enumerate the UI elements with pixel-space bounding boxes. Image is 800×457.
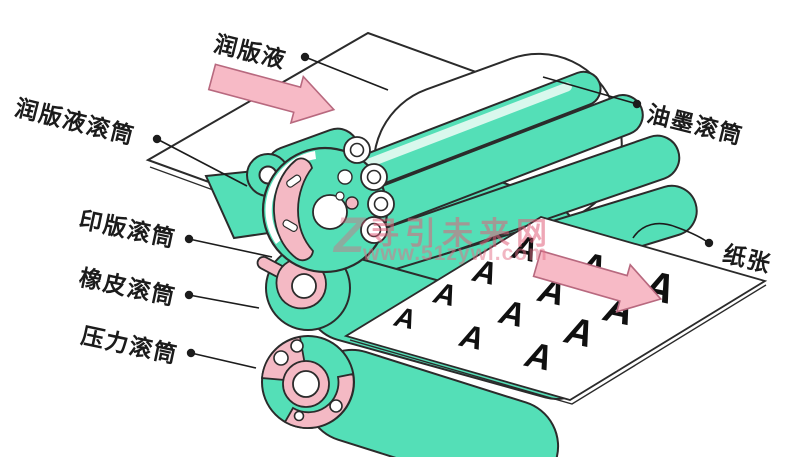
leader-plate-cylinder: [188, 238, 273, 258]
watermark-url: www.51zywl.com: [363, 242, 548, 265]
roller-end-faces: [343, 136, 395, 244]
leader-ink-roller: [542, 76, 638, 105]
flow-arrow-paper-icon: [532, 249, 663, 314]
leader-blanket-cylinder: [188, 294, 260, 309]
leader-impression-cylinder: [190, 352, 257, 369]
leader-paper: [632, 222, 707, 242]
leader-dampening-roller: [156, 138, 248, 187]
impression-cylinder-face: [261, 335, 355, 429]
paper-sheet: [343, 216, 768, 405]
watermark-site-name: 寻引未来网: [368, 216, 553, 251]
leader-lines: [156, 56, 707, 369]
leader-dots: [152, 52, 714, 358]
leader-dampening-solution: [304, 56, 389, 91]
watermark-logo: Z: [334, 207, 365, 263]
plate-cylinder-face: [261, 146, 389, 274]
flow-arrow-dampening-icon: [207, 63, 336, 125]
